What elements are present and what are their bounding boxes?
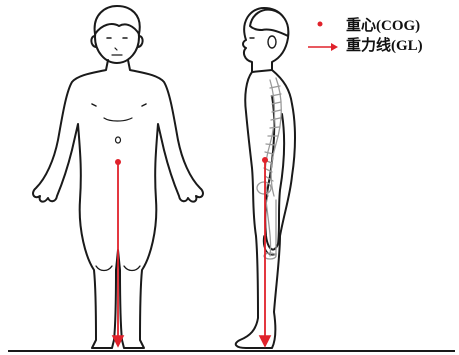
legend: 重心(COG) 重力线(GL) [306,16,454,56]
red-arrow-icon [306,36,340,56]
front-cog-dot [115,159,121,165]
side-spine [257,78,281,259]
front-head [91,6,142,63]
red-dot-icon [310,17,330,37]
legend-label-cog: 重心(COG) [346,17,420,35]
legend-item-gl: 重力线(GL) [306,36,454,56]
side-cog-dot [262,157,268,163]
legend-label-gl: 重力线(GL) [346,37,423,55]
legend-item-cog: 重心(COG) [306,16,454,36]
side-head [243,8,288,72]
